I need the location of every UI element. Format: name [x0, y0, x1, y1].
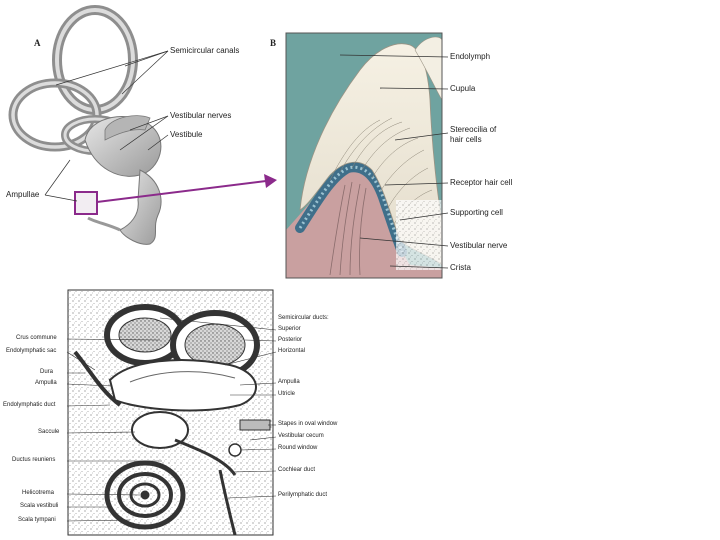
label-scala-tympani: Scala tympani [18, 517, 56, 523]
stapes [239, 419, 271, 431]
label-cochlear-duct: Cochlear duct [278, 467, 316, 473]
label-ampulla-right: Ampulla [278, 379, 300, 385]
round-window [228, 443, 242, 457]
perilymphatic-duct [218, 469, 237, 536]
label-supporting-cell: Supporting cell [450, 208, 503, 217]
label-endolymph: Endolymph [450, 52, 491, 61]
supporting-cell-speckle [396, 200, 442, 270]
label-horizontal: Horizontal [278, 348, 306, 354]
panel-b-letter: B [270, 38, 277, 48]
ampulla-highlight-box [74, 191, 98, 215]
vestibule-body [84, 116, 162, 177]
panel-a-letter: A [34, 38, 41, 48]
label-utricle: Utricle [278, 391, 296, 397]
label-ampulla-left: Ampulla [35, 380, 57, 386]
panel-c-labyrinth-section [66, 289, 277, 536]
label-perilymphatic-duct: Perilymphatic duct [278, 492, 328, 498]
label-crista: Crista [450, 263, 471, 272]
label-vestibular-cecum: Vestibular cecum [278, 433, 324, 439]
label-endolymphatic-duct: Endolymphatic duct [3, 402, 56, 408]
vestibular-nerve-bundle [104, 115, 151, 141]
endolymphatic-duct [73, 350, 122, 407]
pointer-arrow-line [96, 180, 267, 203]
label-receptor-hair-cell: Receptor hair cell [450, 178, 513, 187]
label-vestibular-nerves: Vestibular nerves [170, 111, 232, 120]
label-helicotrema: Helicotrema [22, 490, 55, 496]
label-dura: Dura [40, 369, 54, 375]
label-scala-vestibuli: Scala vestibuli [20, 503, 59, 509]
label-semicircular-ducts: Semicircular ducts: [278, 315, 329, 321]
label-stereocilia-line1: Stereocilia of [450, 125, 497, 134]
label-round-window: Round window [278, 445, 318, 451]
panel-b-frame [285, 32, 443, 279]
label-semicircular-canals: Semicircular canals [170, 46, 240, 55]
label-superior: Superior [278, 326, 301, 332]
utricle [108, 359, 257, 412]
label-saccule: Saccule [38, 429, 60, 435]
cochlear-duct [174, 438, 237, 476]
label-cupula: Cupula [450, 84, 476, 93]
label-ductus-reuniens: Ductus reuniens [12, 457, 56, 463]
label-crus-commune: Crus commune [16, 335, 57, 341]
panel-b-crista [285, 32, 449, 279]
label-stapes-oval-window: Stapes in oval window [278, 421, 338, 427]
label-vestibule: Vestibule [170, 130, 203, 139]
label-posterior: Posterior [278, 337, 303, 343]
saccule [131, 411, 189, 449]
cochlea-tail [119, 169, 162, 245]
panel-a-labyrinth [8, 5, 277, 245]
label-endolymphatic-sac: Endolymphatic sac [6, 348, 57, 354]
pointer-arrowhead [264, 174, 277, 188]
label-ampullae: Ampullae [6, 190, 40, 199]
label-stereocilia-line2: hair cells [450, 135, 482, 144]
label-vestibular-nerve: Vestibular nerve [450, 241, 508, 250]
